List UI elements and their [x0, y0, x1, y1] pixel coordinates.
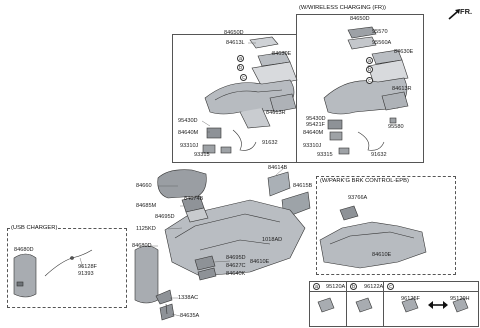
wc-part-95430D: 95430D	[306, 116, 326, 122]
wc-part-95560A: 95560A	[372, 40, 392, 46]
wc-part-84650D: 84650D	[350, 16, 370, 22]
epb-box	[316, 176, 456, 275]
part-84613R: 84613R	[266, 110, 286, 116]
epb-console-art	[319, 205, 427, 269]
part-1018AD: 1018AD	[262, 237, 283, 243]
legend-b-letter: b	[350, 283, 357, 290]
legend-c-part2: 95120H	[450, 296, 470, 302]
armrest-lid-assembly-wireless	[323, 26, 409, 155]
usb-charger-art	[13, 249, 93, 298]
part-1125KD: 1125KD	[136, 226, 156, 232]
usb-part-91393: 91393	[78, 271, 94, 277]
part-84613L: 84613L	[226, 40, 245, 46]
part-84614B: 84614B	[268, 165, 288, 171]
wc-part-95570: 95570	[372, 29, 388, 35]
legend-c-letter: c	[387, 283, 394, 290]
callout-a-wireless: a	[366, 57, 373, 64]
part-84635A: 84635A	[180, 313, 200, 319]
part-84610E: 84610E	[250, 259, 270, 265]
part-84615B: 84615B	[293, 183, 313, 189]
wc-part-84630E: 84630E	[394, 49, 414, 55]
usb-part-84680D: 84680D	[14, 247, 34, 253]
part-84685M: 84685M	[136, 203, 157, 209]
part-84695D-top: 84695D	[155, 214, 175, 220]
part-84640M: 84640M	[178, 130, 199, 136]
wc-part-95580: 95580	[388, 124, 404, 130]
callout-c-wireless: c	[366, 77, 373, 84]
wc-part-93310J: 93310J	[303, 143, 322, 149]
wireless-charging-box	[296, 14, 424, 163]
part-1338AC: 1338AC	[178, 295, 199, 301]
usb-part-96128F: 96128F	[78, 264, 97, 270]
part-84630E: 84630E	[272, 51, 292, 57]
callout-b-wireless: b	[366, 66, 373, 73]
part-84695D-bot: 84695D	[226, 255, 246, 261]
leader-lines	[79, 42, 285, 317]
usb-charger-box	[7, 228, 127, 308]
wc-part-95421F: 95421F	[306, 122, 325, 128]
callout-c-main: c	[240, 74, 247, 81]
part-84674B: 84674B	[184, 196, 204, 202]
center-console-assembly	[134, 169, 311, 321]
front-direction-arrow-icon	[448, 9, 460, 20]
wc-part-84613R: 84613R	[392, 86, 412, 92]
fr-label: FR.	[460, 7, 473, 16]
double-arrow-icon	[428, 301, 448, 309]
callout-b-main: b	[237, 64, 244, 71]
legend-parts-art	[317, 297, 469, 313]
part-84650D: 84650D	[224, 30, 244, 36]
legend-a-letter: a	[313, 283, 320, 290]
part-93315: 93315	[194, 152, 210, 158]
part-84640K: 84640K	[226, 271, 246, 277]
wc-part-91632: 91632	[371, 152, 387, 158]
part-84627C: 84627C	[226, 263, 246, 269]
armrest-lid-assembly-main	[202, 36, 298, 154]
part-93310J: 93310J	[180, 143, 199, 149]
epb-part-84610E: 84610E	[372, 252, 392, 258]
part-84680D: 84680D	[132, 243, 152, 249]
wireless-charging-header: (W/WIRELESS CHARGING (FR))	[298, 5, 387, 11]
part-91632: 91632	[262, 140, 278, 146]
part-95430D: 95430D	[178, 118, 198, 124]
legend-col-b	[346, 281, 384, 327]
epb-part-93766A: 93766A	[348, 195, 368, 201]
usb-charger-header: (USB CHARGER)	[10, 225, 59, 231]
legend-b-part: 96122A	[364, 284, 384, 290]
wc-part-93315: 93315	[317, 152, 333, 158]
wc-part-84640M: 84640M	[303, 130, 324, 136]
part-84660: 84660	[136, 183, 152, 189]
legend-c-part1: 96125F	[401, 296, 420, 302]
legend-a-part: 95120A	[326, 284, 346, 290]
epb-header: (W/PARK'G BRK CONTROL-EPB)	[319, 178, 410, 184]
callout-a-main: a	[237, 55, 244, 62]
